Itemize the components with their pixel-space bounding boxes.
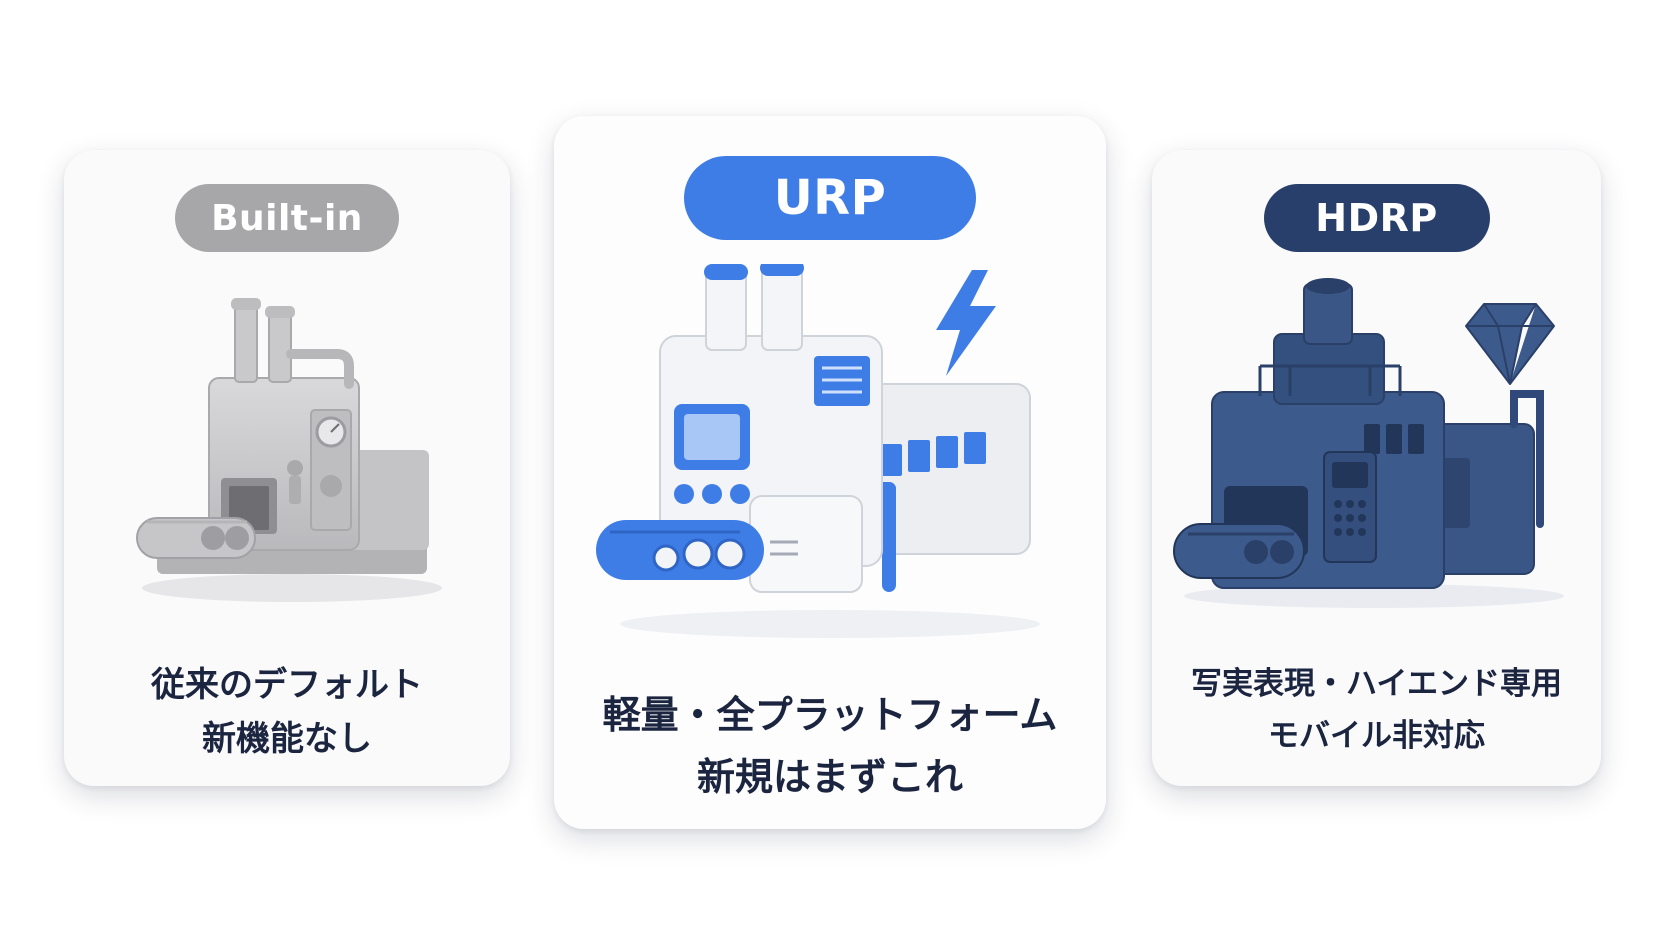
hdrp-illustration [1173, 278, 1564, 608]
description-line: 従来のデフォルト [151, 665, 423, 705]
description-line: モバイル非対応 [1268, 718, 1485, 754]
factory-icon [1173, 278, 1544, 589]
description-line: 新規はまずこれ [696, 755, 963, 799]
builtin-label-pill: Built-in [175, 184, 399, 252]
diamond-icon [1465, 303, 1555, 385]
builtin-description: 従来のデフォルト 新機能なし [64, 658, 510, 766]
factory-icon [136, 298, 442, 602]
urp-label-pill: URP [684, 156, 976, 240]
description-line: 軽量・全プラットフォーム [602, 693, 1058, 737]
description-line: 新機能なし [202, 719, 372, 759]
hdrp-description: 写実表現・ハイエンド専用 モバイル非対応 [1152, 658, 1601, 762]
factory-icon [596, 264, 1031, 593]
urp-illustration [596, 264, 1040, 638]
urp-card: URP [554, 116, 1106, 829]
builtin-card: Built-in [64, 150, 510, 786]
urp-description: 軽量・全プラットフォーム 新規はまずこれ [554, 684, 1106, 808]
lightning-icon [936, 270, 996, 376]
hdrp-label-pill: HDRP [1263, 184, 1490, 252]
hdrp-card: HDRP [1152, 150, 1601, 786]
description-line: 写実表現・ハイエンド専用 [1190, 666, 1563, 702]
